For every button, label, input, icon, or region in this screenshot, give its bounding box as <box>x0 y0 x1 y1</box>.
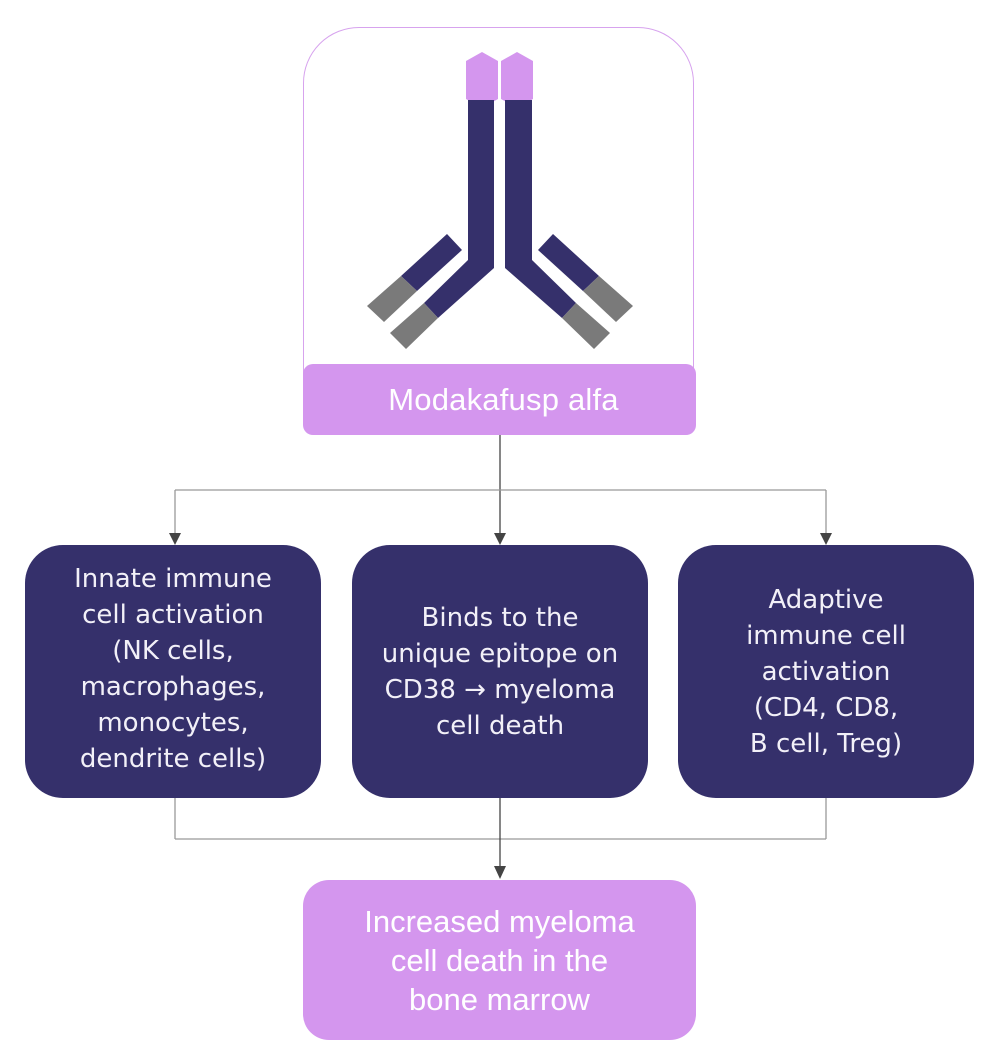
antibody-light-constant-left <box>367 276 417 322</box>
mechanism-innate-box: Innate immune cell activation (NK cells,… <box>25 545 321 798</box>
antibody-light-chain-right <box>538 234 599 291</box>
antibody-light-constant-right <box>583 276 633 322</box>
antibody-heavy-chain-left <box>424 100 494 318</box>
antibody-constant-right-inner <box>562 303 610 349</box>
antibody-constant-left-inner <box>390 303 438 349</box>
mechanism-adaptive-box: Adaptive immune cell activation (CD4, CD… <box>678 545 974 798</box>
antibody-tip-left <box>466 52 498 108</box>
antibody-light-chain-left <box>401 234 462 291</box>
drug-label: Modakafusp alfa <box>303 364 696 435</box>
arrow-head-binds <box>494 533 506 545</box>
arrow-head-outcome <box>494 866 506 879</box>
outcome-box: Increased myeloma cell death in the bone… <box>303 880 696 1040</box>
arrow-head-innate <box>169 533 181 545</box>
mechanism-binds-box: Binds to the unique epitope on CD38 → my… <box>352 545 648 798</box>
antibody-tip-right <box>501 52 533 108</box>
arrow-head-adaptive <box>820 533 832 545</box>
antibody-heavy-chain-right <box>505 100 576 318</box>
